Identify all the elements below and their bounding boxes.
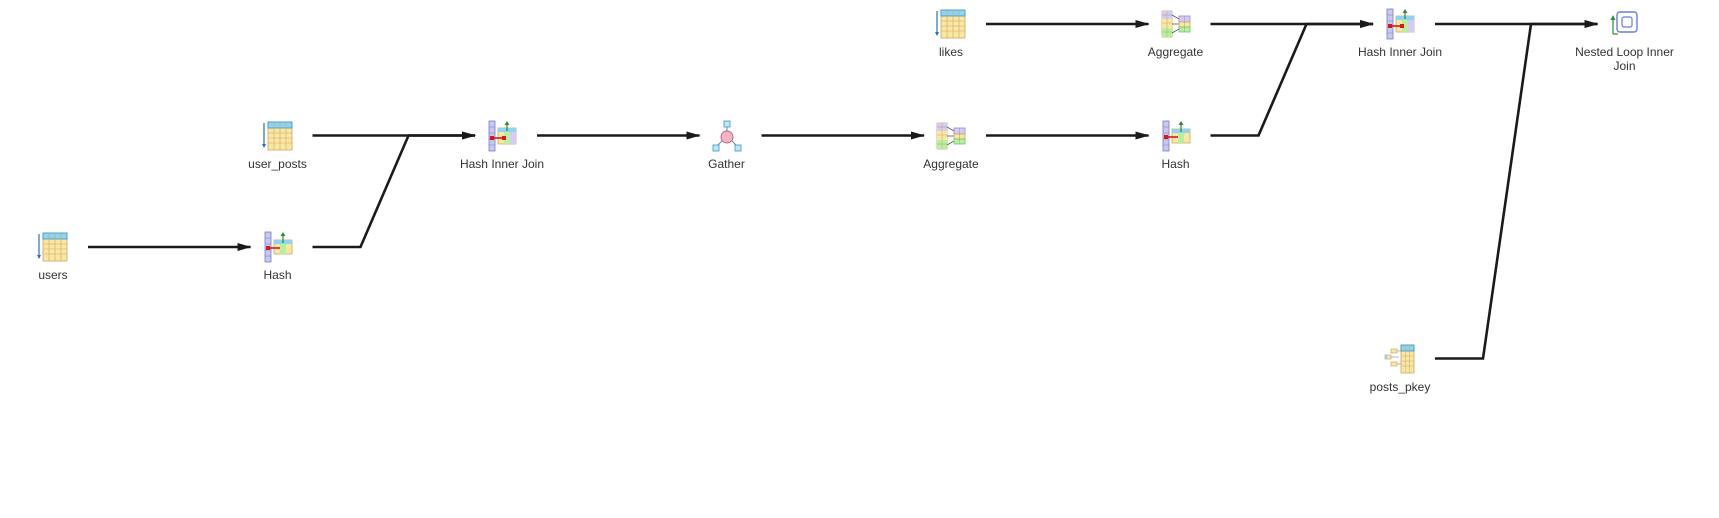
edge-hash1-to-hashjoin1 bbox=[312, 131, 476, 249]
plan-node-likes[interactable]: likes bbox=[891, 8, 1011, 59]
hash-join-icon bbox=[486, 120, 518, 152]
plan-node-aggregate2[interactable]: Aggregate bbox=[1116, 8, 1236, 59]
hash-join-icon bbox=[1384, 8, 1416, 40]
index-scan-icon bbox=[1384, 343, 1416, 375]
plan-node-hash2[interactable]: Hash bbox=[1116, 120, 1236, 171]
node-label: Gather bbox=[708, 156, 745, 171]
plan-node-hashjoin1[interactable]: Hash Inner Join bbox=[442, 120, 562, 171]
plan-node-user-posts[interactable]: user_posts bbox=[218, 120, 338, 171]
node-label: Hash Inner Join bbox=[459, 156, 545, 171]
node-label: Aggregate bbox=[1147, 45, 1204, 59]
node-label: posts_pkey bbox=[1369, 379, 1431, 394]
plan-node-nestedloop[interactable]: Nested Loop Inner Join bbox=[1565, 8, 1685, 73]
plan-node-hashjoin2[interactable]: Hash Inner Join bbox=[1340, 8, 1460, 59]
edge-hash2-to-hashjoin2 bbox=[1210, 20, 1374, 137]
seq-scan-icon bbox=[935, 8, 967, 40]
aggregate-icon bbox=[935, 120, 967, 152]
edge-posts-pkey-to-nestedloop bbox=[1435, 20, 1599, 360]
aggregate-icon bbox=[1160, 8, 1192, 40]
plan-node-gather[interactable]: Gather bbox=[667, 120, 787, 171]
hash-icon bbox=[1160, 120, 1192, 152]
plan-node-posts-pkey[interactable]: posts_pkey bbox=[1340, 343, 1460, 394]
plan-node-hash1[interactable]: Hash bbox=[218, 231, 338, 282]
node-label: Aggregate bbox=[923, 156, 979, 171]
node-label: Nested Loop Inner Join bbox=[1575, 45, 1674, 73]
plan-node-aggregate1[interactable]: Aggregate bbox=[891, 120, 1011, 171]
seq-scan-icon bbox=[261, 120, 294, 152]
node-label: Hash Inner Join bbox=[1357, 45, 1443, 59]
node-label: Hash bbox=[1161, 156, 1190, 171]
gather-icon bbox=[711, 120, 743, 152]
node-label: user_posts bbox=[248, 156, 307, 171]
node-label: users bbox=[38, 268, 68, 282]
node-label: Hash bbox=[263, 268, 292, 282]
nested-loop-icon bbox=[1609, 8, 1641, 40]
hash-icon bbox=[262, 231, 294, 263]
plan-node-users[interactable]: users bbox=[0, 231, 113, 282]
seq-scan-icon bbox=[37, 231, 69, 263]
node-label: likes bbox=[938, 45, 963, 59]
